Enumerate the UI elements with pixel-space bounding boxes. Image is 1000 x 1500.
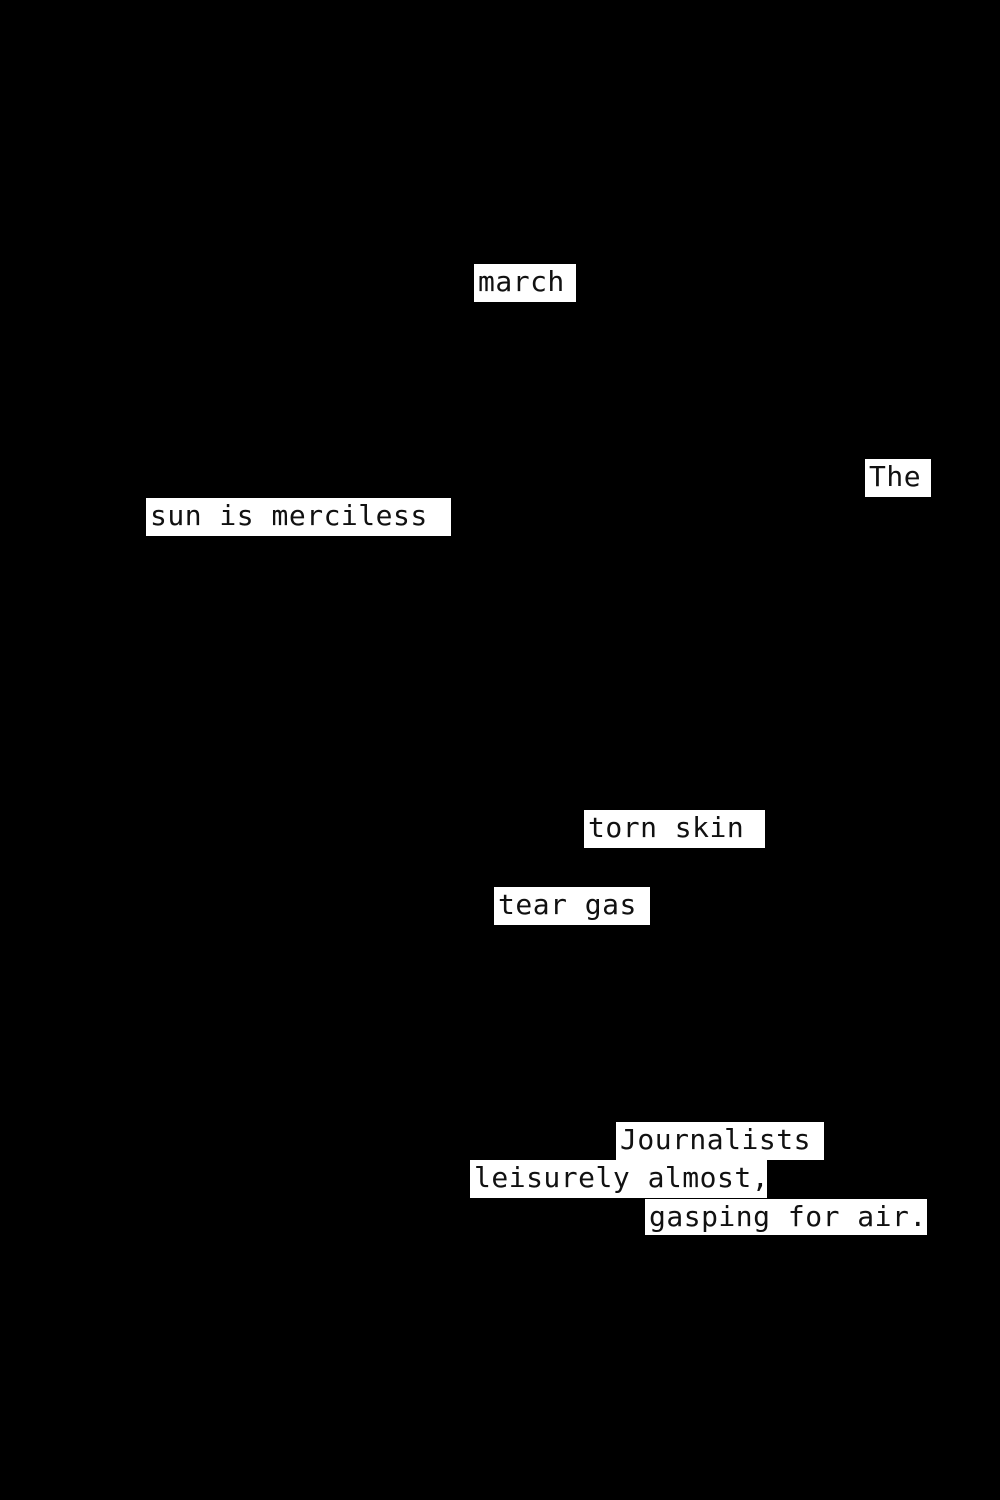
fragment-gasping-for-air: gasping for air. — [645, 1199, 927, 1235]
fragment-the: The — [865, 459, 931, 497]
fragment-tear-gas: tear gas — [494, 887, 650, 925]
fragment-journalists: Journalists — [616, 1122, 824, 1160]
fragment-leisurely-almost: leisurely almost, — [470, 1160, 767, 1198]
fragment-torn-skin: torn skin — [584, 810, 765, 848]
fragment-sun-is-merciless: sun is merciless — [146, 498, 451, 536]
fragment-march: march — [474, 264, 576, 302]
